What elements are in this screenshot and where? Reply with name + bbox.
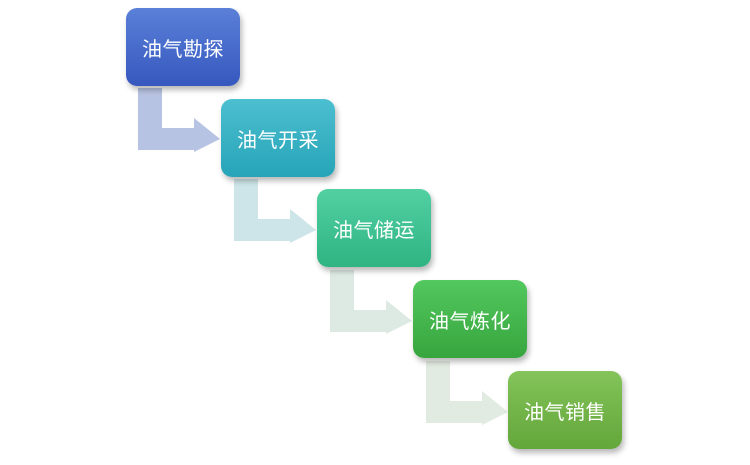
step-label: 油气开采 <box>237 127 319 152</box>
step-label: 油气销售 <box>524 399 606 424</box>
step-label: 油气储运 <box>333 217 415 242</box>
step-box-exploration: 油气勘探 <box>126 8 240 86</box>
connector-arrow-4 <box>426 361 508 425</box>
step-box-storage-transport: 油气储运 <box>317 189 431 267</box>
connector-arrow-3 <box>330 270 412 334</box>
step-label: 油气勘探 <box>142 36 224 61</box>
step-box-extraction: 油气开采 <box>221 99 335 177</box>
step-label: 油气炼化 <box>429 308 511 333</box>
connector-arrow-2 <box>234 179 316 243</box>
connector-arrow-1 <box>138 88 220 152</box>
step-box-sales: 油气销售 <box>508 371 622 449</box>
step-box-refining: 油气炼化 <box>413 280 527 358</box>
